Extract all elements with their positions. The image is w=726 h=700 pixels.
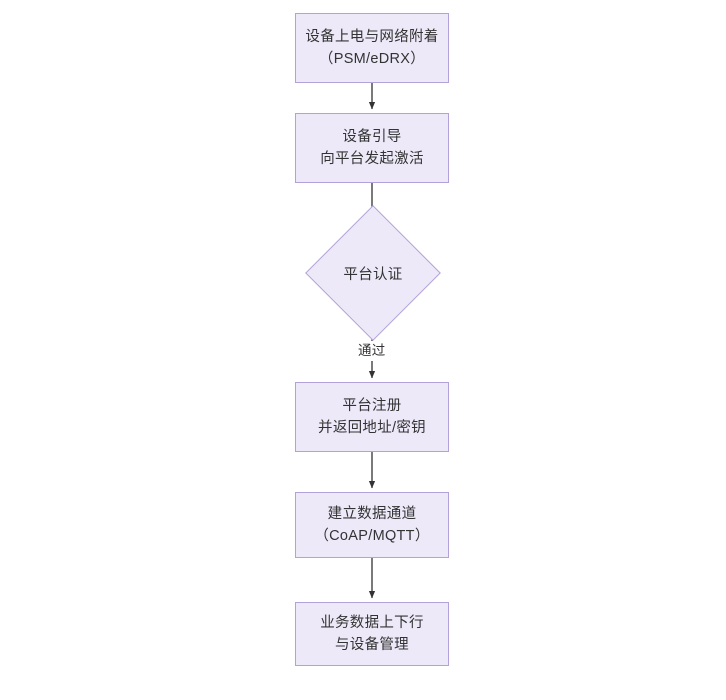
flow-node-platform-auth-decision[interactable]: 平台认证 bbox=[305, 205, 441, 341]
flow-node-label: 建立数据通道 （CoAP/MQTT） bbox=[314, 505, 430, 544]
flow-node-label: 业务数据上下行 与设备管理 bbox=[320, 614, 424, 653]
flow-node-device-bootstrap[interactable]: 设备引导 向平台发起激活 bbox=[295, 113, 449, 183]
flow-node-power-on-attach[interactable]: 设备上电与网络附着 （PSM/eDRX） bbox=[295, 13, 449, 83]
flow-node-label: 设备上电与网络附着 （PSM/eDRX） bbox=[305, 28, 439, 67]
edge-label-text: 通过 bbox=[358, 343, 386, 358]
flow-node-label: 平台认证 bbox=[343, 266, 403, 283]
flow-node-label: 平台注册 并返回地址/密钥 bbox=[318, 397, 426, 436]
flow-node-platform-registration[interactable]: 平台注册 并返回地址/密钥 bbox=[295, 382, 449, 452]
edge-label-pass: 通过 bbox=[355, 341, 389, 361]
flow-node-business-data[interactable]: 业务数据上下行 与设备管理 bbox=[295, 602, 449, 666]
flow-node-data-channel[interactable]: 建立数据通道 （CoAP/MQTT） bbox=[295, 492, 449, 558]
flow-node-label: 设备引导 向平台发起激活 bbox=[320, 128, 424, 167]
